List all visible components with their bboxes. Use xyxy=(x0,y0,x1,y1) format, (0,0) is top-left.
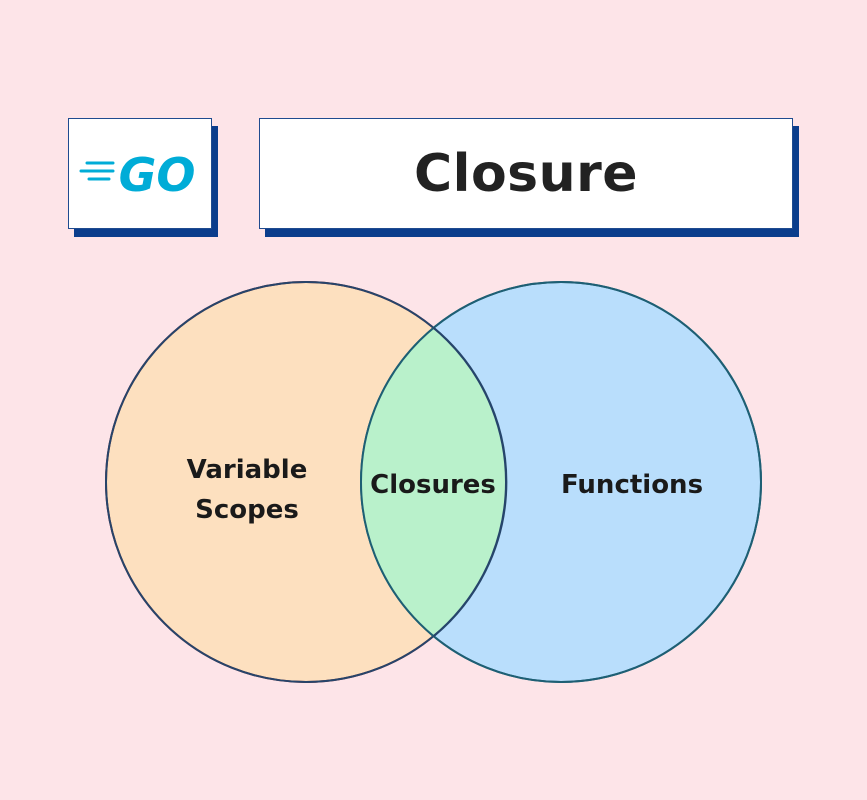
page-title: Closure xyxy=(413,143,639,204)
go-logo-card: GO xyxy=(68,118,212,229)
closures-label: Closures xyxy=(370,470,496,500)
scopes-label: Scopes xyxy=(195,495,299,525)
variable-label: Variable xyxy=(187,455,308,485)
go-logo-text: GO xyxy=(119,148,196,202)
closures-intersection xyxy=(361,282,506,682)
title-card: Closure xyxy=(259,118,793,229)
functions-label: Functions xyxy=(561,470,703,500)
go-logo-icon: GO xyxy=(79,148,196,202)
